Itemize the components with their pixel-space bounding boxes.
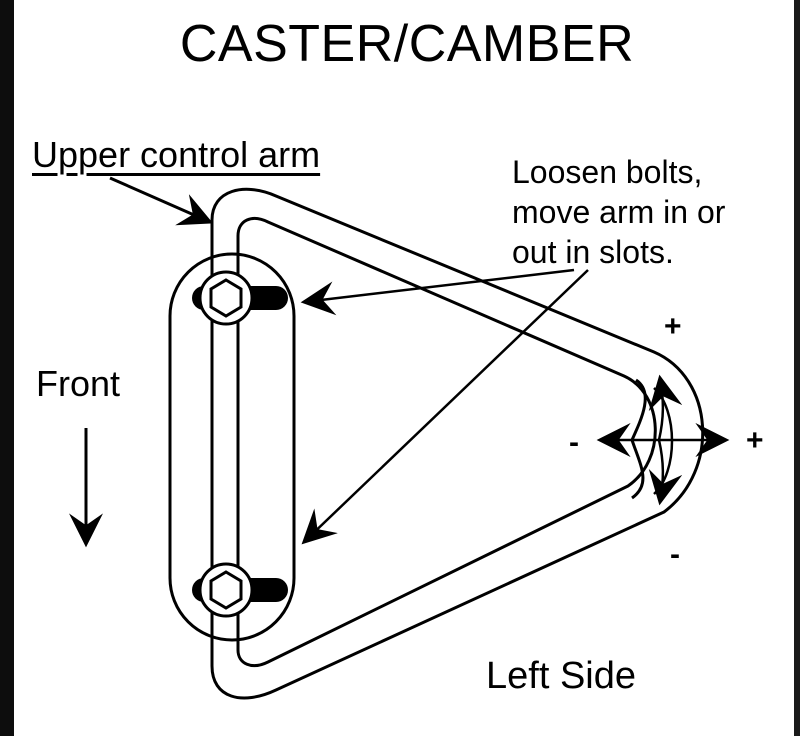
control-arm-drawing [69,176,730,700]
adjust-sign-right: + [746,424,764,457]
adjust-sign-top: + [664,310,682,343]
frame-edge [794,0,800,736]
diagram-title: CASTER/CAMBER [179,15,635,73]
upper-bolt [192,270,288,326]
arm-tube [210,300,240,590]
lower-bolt [192,562,288,618]
instructions-label: Loosen bolts, move arm in or out in slot… [512,152,800,272]
bolt-leader-lower [301,269,589,545]
front-label: Front [36,363,121,404]
instruction-line: Loosen bolts, [512,154,703,190]
instruction-line: move arm in or [512,194,726,230]
bolt-leader-upper [300,268,575,316]
left-side-label: Left Side [486,655,636,697]
diagram-canvas: CASTER/CAMBER Upper control arm Loosen b… [14,0,800,736]
upper-control-arm-label: Upper control arm [32,134,321,175]
instruction-line: out in slots. [512,234,674,270]
adjustment-arrows [596,374,730,506]
mounting-plate [168,252,296,642]
adjust-sign-left: - [569,426,579,459]
upper-arm-leader [109,176,214,226]
adjust-sign-bottom: - [670,538,680,571]
upper-control-arm [210,187,705,700]
